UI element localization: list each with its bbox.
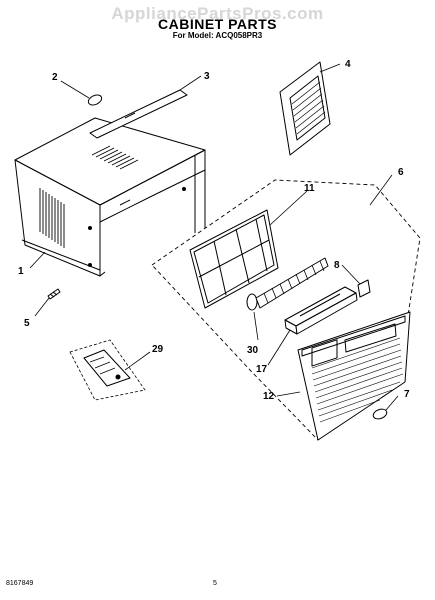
oval-badge: [372, 408, 388, 420]
blower-wheel: [246, 257, 329, 311]
callout-2: 2: [52, 72, 58, 83]
callout-4: 4: [345, 59, 351, 70]
small-bracket: [357, 279, 371, 298]
air-filter: [189, 209, 279, 309]
front-grille: [297, 311, 411, 441]
document-number: 8167849: [6, 580, 34, 587]
mounting-screw: [47, 288, 61, 300]
callout-7: 7: [404, 389, 410, 400]
callout-8: 8: [334, 260, 340, 271]
remote-control: [69, 339, 146, 401]
cabinet-shell: [14, 117, 206, 277]
callout-30: 30: [247, 345, 259, 356]
callout-11: 11: [304, 183, 315, 194]
callout-5: 5: [24, 318, 30, 329]
diagram-title: CABINET PARTS: [157, 16, 278, 32]
leader-lines: [29, 63, 399, 411]
callout-12: 12: [263, 391, 275, 402]
front-assembly-boundary: [151, 179, 421, 441]
model-subtitle: For Model: ACQ058PR3: [172, 31, 263, 40]
callout-6: 6: [398, 167, 404, 178]
watermark: AppliancePartsPros.com: [111, 4, 324, 23]
callout-29: 29: [152, 344, 164, 355]
callout-17: 17: [256, 364, 268, 375]
callout-1: 1: [18, 266, 24, 277]
top-seal-strip: [89, 89, 188, 139]
callout-3: 3: [204, 71, 210, 82]
page-number: 5: [213, 580, 217, 587]
oval-plug: [87, 94, 103, 106]
side-curtain-frame: [279, 61, 331, 156]
vane-assembly: [284, 286, 358, 335]
